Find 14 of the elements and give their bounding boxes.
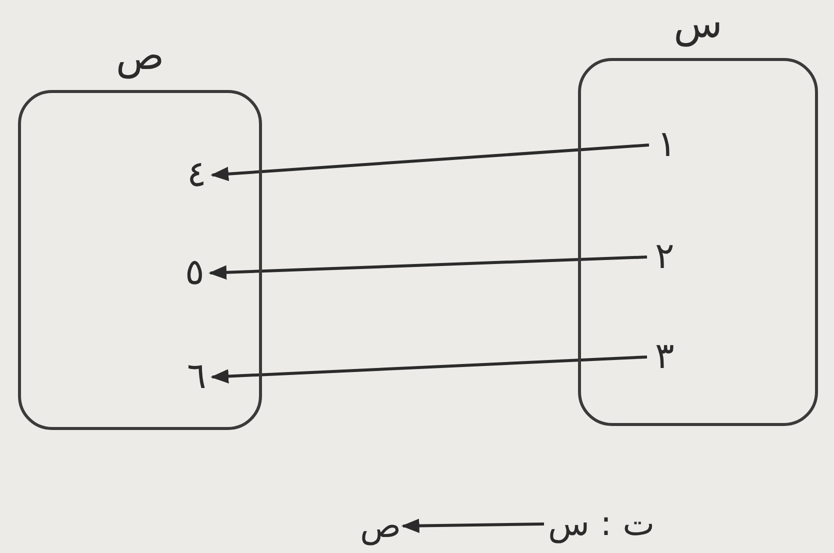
mapping-text: ت : س bbox=[548, 502, 655, 546]
mapping-text: ص bbox=[360, 504, 402, 548]
set-element: ٢ bbox=[651, 235, 678, 279]
set-element: ٣ bbox=[651, 335, 678, 379]
arrow bbox=[208, 256, 648, 280]
set-element: ٤ bbox=[183, 153, 210, 197]
set-name: ص bbox=[114, 32, 166, 81]
arrow bbox=[401, 518, 544, 533]
set-name: س bbox=[672, 0, 724, 49]
set-element: ٥ bbox=[181, 251, 208, 295]
arrow bbox=[210, 144, 650, 182]
set-element: ١ bbox=[653, 123, 680, 167]
arrow bbox=[210, 356, 648, 384]
set-element: ٦ bbox=[183, 355, 210, 399]
